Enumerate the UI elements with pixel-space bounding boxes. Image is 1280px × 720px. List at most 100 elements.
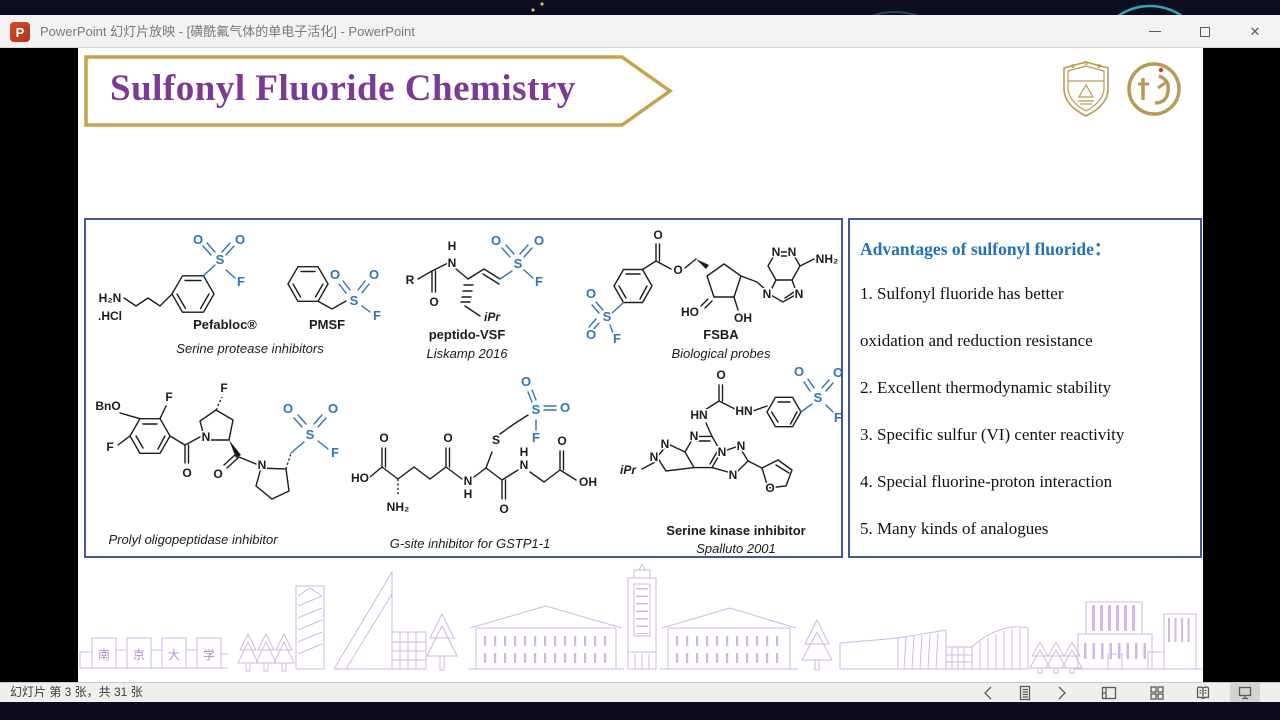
advantages-heading: Advantages of sulfonyl fluoride： xyxy=(860,239,1112,259)
atom-label: N xyxy=(729,468,738,482)
plaque-char: 京 xyxy=(133,648,145,662)
titlebar: P PowerPoint 幻灯片放映 - [磺酰氟气体的单电子活化] - Pow… xyxy=(0,15,1280,48)
maximize-icon xyxy=(1200,26,1210,37)
atom-label: BnO xyxy=(95,399,120,413)
atom-label: N xyxy=(464,474,473,488)
atom-label: O xyxy=(491,233,501,248)
atom-label: R xyxy=(406,273,415,287)
atom-label: S xyxy=(514,256,523,271)
atom-label: iPr xyxy=(484,310,501,324)
slide-title: Sulfonyl Fluoride Chemistry xyxy=(110,68,576,109)
wallpaper-decor xyxy=(531,2,1183,15)
atom-label: F xyxy=(237,274,245,289)
atom-label: H xyxy=(448,239,457,253)
maximize-button[interactable] xyxy=(1180,15,1230,48)
molecule-label-peptido-vsf: peptido-VSF xyxy=(428,327,506,342)
reading-view-book-icon xyxy=(1196,685,1210,699)
slide-sorter-button[interactable] xyxy=(1142,683,1172,702)
atom-label: O xyxy=(653,228,662,242)
atom-label: N xyxy=(690,429,699,443)
atom-label: O xyxy=(586,327,596,342)
molecule-panel: H₂N .HCl O O S F O O S F xyxy=(84,218,843,558)
window-title: PowerPoint 幻灯片放映 - [磺酰氟气体的单电子活化] - Power… xyxy=(40,24,415,39)
advantage-line-3: 3. Specific sulfur (VI) center reactivit… xyxy=(860,425,1125,444)
molecule-gsite: HO O NH₂ O N H S O S O F O H N O OH xyxy=(350,373,599,518)
desktop-wallpaper-strip xyxy=(0,0,1280,15)
chevron-left-icon xyxy=(984,686,992,699)
molecule-pefabloc: H₂N .HCl O O S F xyxy=(97,231,247,325)
atom-label: O xyxy=(193,232,203,247)
molecule-sublabel-biological-probes: Biological probes xyxy=(671,346,771,361)
atom-label: H₂N xyxy=(99,291,122,305)
atom-label: HO xyxy=(351,471,369,485)
atom-label: F xyxy=(220,381,227,395)
slideshow-area: Sulfonyl Fluoride Chemistry xyxy=(0,48,1280,682)
previous-slide-button[interactable] xyxy=(974,683,1004,702)
atom-label: O xyxy=(557,434,566,448)
powerpoint-app-icon: P xyxy=(10,22,30,42)
slide-canvas[interactable]: Sulfonyl Fluoride Chemistry xyxy=(78,48,1203,682)
atom-label: F xyxy=(165,390,172,404)
atom-label: O xyxy=(794,364,804,379)
molecule-fsba: O O S F O O HO OH N N N N NH₂ xyxy=(586,227,840,345)
atom-label: N xyxy=(258,458,267,472)
atom-label: S xyxy=(216,252,225,267)
close-button[interactable]: ✕ xyxy=(1230,15,1280,48)
minimize-button[interactable] xyxy=(1130,15,1180,48)
atom-label: N xyxy=(788,245,797,259)
atom-label: O xyxy=(328,401,338,416)
atom-label: S xyxy=(350,293,359,308)
atom-label: N xyxy=(718,445,727,459)
atom-label: N xyxy=(448,256,457,270)
reading-view-button[interactable] xyxy=(1188,683,1218,702)
atom-label: O xyxy=(765,481,774,495)
atom-label: O xyxy=(586,286,596,301)
atom-label: O xyxy=(330,267,340,282)
normal-view-button[interactable] xyxy=(1094,683,1124,702)
atom-label: N xyxy=(795,287,804,301)
atom-label: F xyxy=(331,445,339,460)
atom-label: HN xyxy=(735,404,752,418)
chengxin-seal-logo xyxy=(1127,62,1181,116)
atom-label: O xyxy=(534,233,544,248)
atom-label: F xyxy=(834,410,841,425)
atom-label: HO xyxy=(681,305,699,319)
chevron-right-icon xyxy=(1058,686,1066,699)
molecule-label-serine-kinase: Serine kinase inhibitor xyxy=(666,523,806,538)
atom-label: N xyxy=(520,458,529,472)
normal-view-icon xyxy=(1101,686,1117,699)
atom-label: O xyxy=(499,502,508,516)
notes-button[interactable] xyxy=(1010,683,1040,702)
notes-icon xyxy=(1019,685,1031,700)
atom-label: iPr xyxy=(620,463,637,477)
banner-arrow-shape xyxy=(84,55,674,127)
atom-label: F xyxy=(613,331,621,344)
molecule-serine-kinase: iPr N N N N N N O HN O HN O O S F xyxy=(618,363,841,497)
atom-label: N xyxy=(661,437,670,451)
slideshow-view-button[interactable] xyxy=(1230,683,1260,702)
advantage-line-1b: oxidation and reduction resistance xyxy=(860,331,1093,350)
atom-label: O xyxy=(521,374,531,389)
advantage-line-4: 4. Special fluorine-proton interaction xyxy=(860,472,1113,491)
atom-label: S xyxy=(814,390,823,405)
atom-label: HN xyxy=(690,408,707,422)
atom-label: H xyxy=(520,445,529,459)
atom-label: O xyxy=(673,263,682,277)
next-slide-button[interactable] xyxy=(1046,683,1076,702)
atom-label: OH xyxy=(579,475,597,489)
molecule-sublabel-spalluto: Spalluto 2001 xyxy=(696,541,776,556)
atom-label: O xyxy=(429,295,438,309)
atom-label: S xyxy=(492,433,500,447)
molecule-pmsf: O O S F xyxy=(287,266,383,325)
plaque-char: 学 xyxy=(203,647,215,662)
molecule-label-fsba: FSBA xyxy=(703,327,739,342)
atom-label: S xyxy=(532,402,541,417)
atom-label: N xyxy=(737,439,746,453)
atom-label: F xyxy=(535,274,543,289)
atom-label: O xyxy=(369,267,379,282)
molecule-label-gsite: G-site inhibitor for GSTP1-1 xyxy=(389,536,551,551)
advantage-line-1a: 1. Sulfonyl fluoride has better xyxy=(860,284,1064,303)
slide-sorter-grid-icon xyxy=(1150,685,1164,700)
atom-label: O xyxy=(182,466,191,480)
